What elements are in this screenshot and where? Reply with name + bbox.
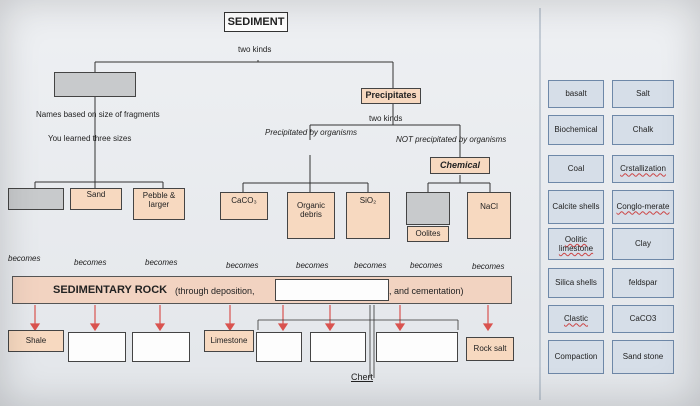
word-bank-tile[interactable]: Conglo-merate [612, 190, 674, 224]
becomes-label: becomes [145, 258, 178, 267]
chemical-answer-box[interactable] [406, 192, 450, 225]
rock-salt-box: Rock salt [466, 337, 514, 361]
nacl-box: NaCl [467, 192, 511, 239]
sand-box: Sand [70, 188, 122, 210]
and-cementation-label: , and cementation) [389, 286, 464, 296]
sedimentary-rock-bar: SEDIMENTARY ROCK (through deposition, , … [12, 276, 512, 304]
chert-label: Chert [351, 372, 374, 382]
names-based-label: Names based on size of fragments [36, 110, 160, 119]
becomes-label: becomes [226, 261, 259, 270]
word-bank-tile[interactable]: Clastic [548, 305, 604, 333]
shale-box: Shale [8, 330, 64, 352]
through-deposition-label: (through deposition, [175, 286, 255, 296]
rock-answer-box[interactable] [132, 332, 190, 362]
organic-debris-box: Organic debris [287, 192, 335, 239]
rock-answer-box[interactable] [376, 332, 458, 362]
precipitates-box: Precipitates [361, 88, 421, 104]
word-bank-tile[interactable]: Silica shells [548, 268, 604, 298]
two-kinds-label: two kinds [238, 45, 272, 54]
word-bank-tile[interactable]: Oolitic limestone [548, 228, 604, 260]
word-bank-tile[interactable]: Sand stone [612, 340, 674, 374]
three-sizes-label: You learned three sizes [48, 134, 132, 143]
becomes-label: becomes [296, 261, 329, 270]
rock-answer-box[interactable] [310, 332, 366, 362]
by-organisms-label: Precipitated by organisms [265, 128, 358, 137]
word-bank-tile[interactable]: Clay [612, 228, 674, 260]
rock-answer-box[interactable] [256, 332, 302, 362]
oolites-box: Oolites [407, 226, 449, 242]
sedimentary-rock-label: SEDIMENTARY ROCK [53, 284, 168, 296]
word-bank-tile[interactable]: CaCO3 [612, 305, 674, 333]
sediment-title: SEDIMENT [224, 12, 288, 32]
caco3-box: CaCO₃ [220, 192, 268, 220]
process-answer-box[interactable] [275, 279, 389, 301]
not-by-organisms-label: NOT precipitated by organisms [396, 135, 507, 144]
becomes-label: becomes [410, 261, 443, 270]
becomes-label: becomes [354, 261, 387, 270]
word-bank-tile[interactable]: Biochemical [548, 115, 604, 145]
word-bank-tile[interactable]: Salt [612, 80, 674, 108]
becomes-label: becomes [74, 258, 107, 267]
clay-size-answer-box[interactable] [8, 188, 64, 210]
chemical-box: Chemical [430, 157, 490, 174]
word-bank-tile[interactable]: basalt [548, 80, 604, 108]
rock-answer-box[interactable] [68, 332, 126, 362]
pebble-box: Pebble & larger [133, 188, 185, 220]
fragment-answer-box[interactable] [54, 72, 136, 97]
word-bank-tile[interactable]: Coal [548, 155, 604, 183]
becomes-label: becomes [472, 262, 505, 271]
word-bank-tile[interactable]: Chalk [612, 115, 674, 145]
sio2-box: SiO₂ [346, 192, 390, 239]
word-bank-tile[interactable]: Calcite shells [548, 190, 604, 224]
limestone-box: Limestone [204, 330, 254, 352]
two-kinds-precip-label: two kinds [369, 114, 403, 123]
word-bank-tile[interactable]: feldspar [612, 268, 674, 298]
word-bank-tile[interactable]: Crstallization [612, 155, 674, 183]
word-bank-tile[interactable]: Compaction [548, 340, 604, 374]
becomes-label: becomes [8, 254, 41, 263]
